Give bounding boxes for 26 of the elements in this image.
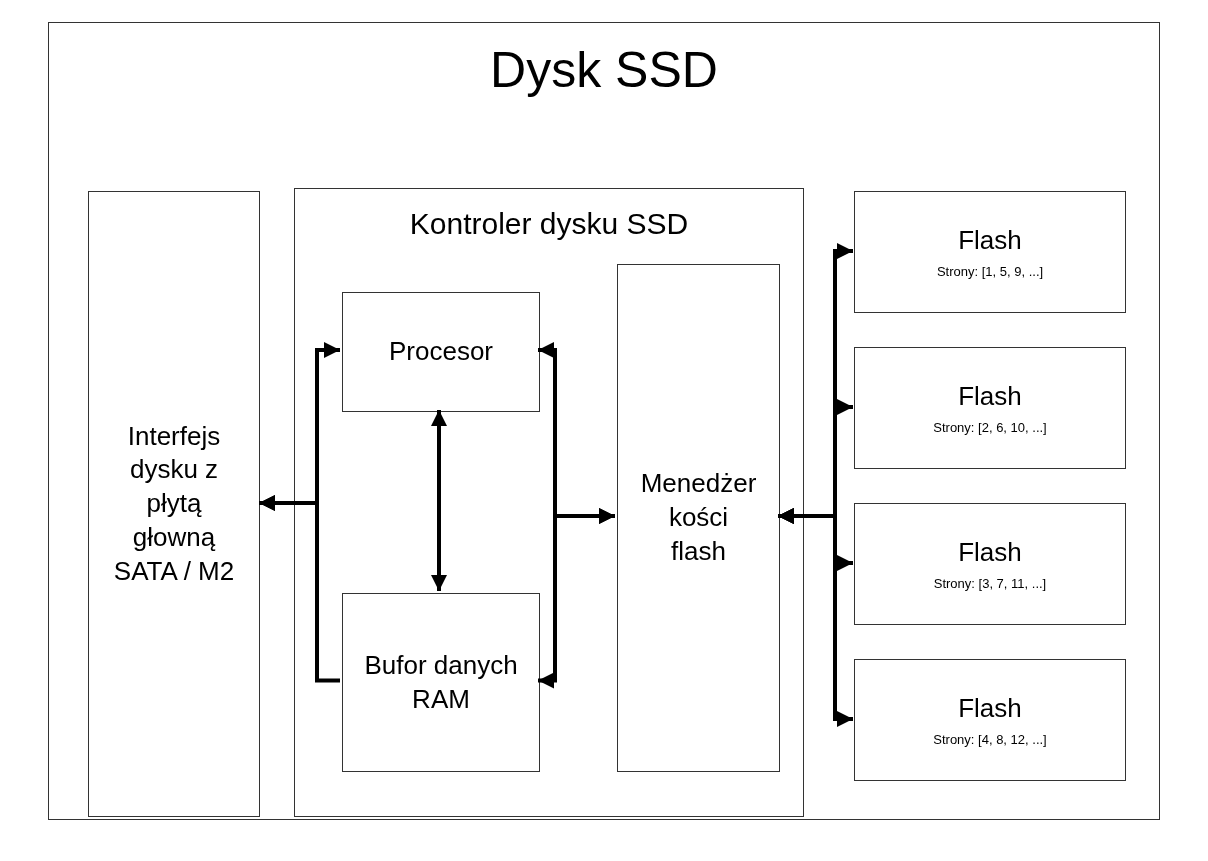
controller-frame <box>294 188 804 817</box>
component-box <box>617 264 780 772</box>
component-box <box>88 191 260 817</box>
arrow <box>538 508 615 689</box>
block-label: Flash <box>958 382 1022 409</box>
block-label: Menedżer kości flash <box>639 467 758 568</box>
component-box <box>854 659 1126 781</box>
block-label: Interfejs dysku z płytą głowną SATA / M2 <box>112 419 236 588</box>
page-list: Strony: [1, 5, 9, ...] <box>936 264 1044 278</box>
frame-heading: Dysk SSD <box>489 45 719 95</box>
page-list: Strony: [2, 6, 10, ...] <box>933 420 1047 434</box>
block-label: Procesor <box>388 335 493 369</box>
block-label: Flash <box>958 226 1022 253</box>
group-title: Kontroler dysku SSD <box>408 209 690 239</box>
page-list: Strony: [4, 8, 12, ...] <box>933 732 1047 746</box>
block-label: Flash <box>958 538 1022 565</box>
block-label: Bufor danych RAM <box>363 648 519 716</box>
page-list: Strony: [3, 7, 11, ...] <box>933 576 1047 590</box>
component-box <box>342 593 540 772</box>
component-box <box>854 503 1126 625</box>
outer-frame <box>48 22 1160 820</box>
arrow <box>431 410 447 591</box>
component-box <box>342 292 540 412</box>
component-box <box>854 347 1126 469</box>
block-label: Flash <box>958 694 1022 721</box>
component-box <box>854 191 1126 313</box>
